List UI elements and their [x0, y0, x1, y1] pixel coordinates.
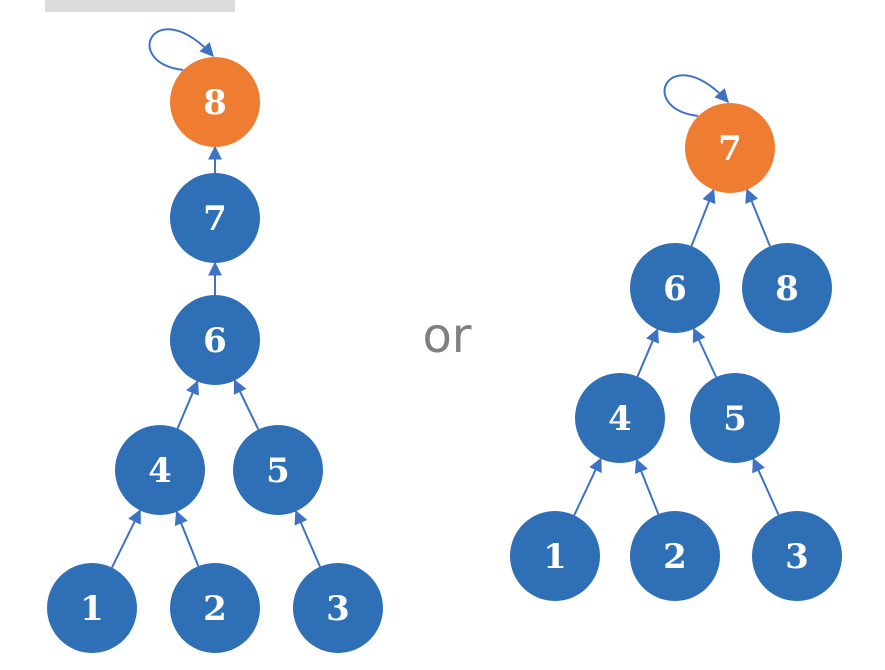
- tree2-node-6: 6: [630, 243, 720, 333]
- top-gray-bar: [45, 0, 235, 12]
- tree2-node-3: 3: [752, 511, 842, 601]
- tree1-node-circle-7: [170, 173, 260, 263]
- tree2-edge-1-to-4: [573, 457, 602, 516]
- tree1-node-label-8: 8: [203, 83, 227, 123]
- tree2-node-circle-3: [752, 511, 842, 601]
- tree2-node-circle-8: [742, 243, 832, 333]
- tree1-node-circle-3: [293, 563, 383, 653]
- tree2-node-label-6: 6: [663, 269, 687, 309]
- tree2-node-circle-7: [685, 103, 775, 193]
- tree1-node-label-7: 7: [203, 199, 227, 239]
- tree1-node-5: 5: [233, 425, 323, 515]
- tree1-edge-5-to-6: [233, 379, 260, 430]
- tree2-node-2: 2: [630, 511, 720, 601]
- tree2-node-label-7: 7: [718, 129, 742, 169]
- tree1-node-label-1: 1: [80, 589, 104, 629]
- tree2-edge-6-to-7: [690, 188, 716, 247]
- tree2-node-label-4: 4: [608, 399, 632, 439]
- tree2-edge-3-to-5: [752, 457, 780, 516]
- tree1-node-circle-2: [170, 563, 260, 653]
- tree2-node-4: 4: [575, 373, 665, 463]
- tree2-edge-4-to-6: [636, 328, 660, 377]
- tree1-edge-4-to-6: [176, 380, 200, 429]
- tree2-node-5: 5: [690, 373, 780, 463]
- tree1-edge-1-to-4: [110, 509, 142, 569]
- tree1-node-circle-1: [47, 563, 137, 653]
- tree2-node-label-1: 1: [543, 537, 567, 577]
- tree2-node-1: 1: [510, 511, 600, 601]
- tree1-node-label-6: 6: [203, 321, 227, 361]
- tree1-node-circle-8: [170, 57, 260, 147]
- tree1-node-label-4: 4: [148, 451, 172, 491]
- tree1-node-circle-5: [233, 425, 323, 515]
- tree1-self-loop-8: [148, 28, 214, 71]
- tree1-edge-2-to-4: [174, 510, 200, 567]
- tree2-node-circle-6: [630, 243, 720, 333]
- tree2-self-loop-7: [663, 74, 729, 117]
- tree2-node-label-2: 2: [663, 537, 687, 577]
- tree2-edge-5-to-6: [692, 327, 718, 378]
- tree1-node-circle-4: [115, 425, 205, 515]
- tree1-node-4: 4: [115, 425, 205, 515]
- tree1-node-label-5: 5: [266, 451, 290, 491]
- separator-or: or: [422, 308, 471, 364]
- tree2-node-label-5: 5: [723, 399, 747, 439]
- tree1-node-6: 6: [170, 295, 260, 385]
- tree2-node-label-3: 3: [785, 537, 809, 577]
- tree2-node-circle-2: [630, 511, 720, 601]
- tree2-edge-2-to-4: [634, 458, 660, 515]
- tree1-node-1: 1: [47, 563, 137, 653]
- tree1-node-8: 8: [170, 57, 260, 147]
- tree1-node-label-2: 2: [203, 589, 227, 629]
- tree2-node-8: 8: [742, 243, 832, 333]
- tree1-edge-3-to-5: [294, 509, 321, 568]
- tree2-node-circle-4: [575, 373, 665, 463]
- tree1-node-label-3: 3: [326, 589, 350, 629]
- tree2-node-7: 7: [685, 103, 775, 193]
- tree2-node-label-8: 8: [775, 269, 799, 309]
- tree2-edge-8-to-7: [745, 188, 771, 247]
- tree2-node-circle-5: [690, 373, 780, 463]
- tree1-node-circle-6: [170, 295, 260, 385]
- tree2-node-circle-1: [510, 511, 600, 601]
- tree1-node-2: 2: [170, 563, 260, 653]
- tree1-node-3: 3: [293, 563, 383, 653]
- tree1-node-7: 7: [170, 173, 260, 263]
